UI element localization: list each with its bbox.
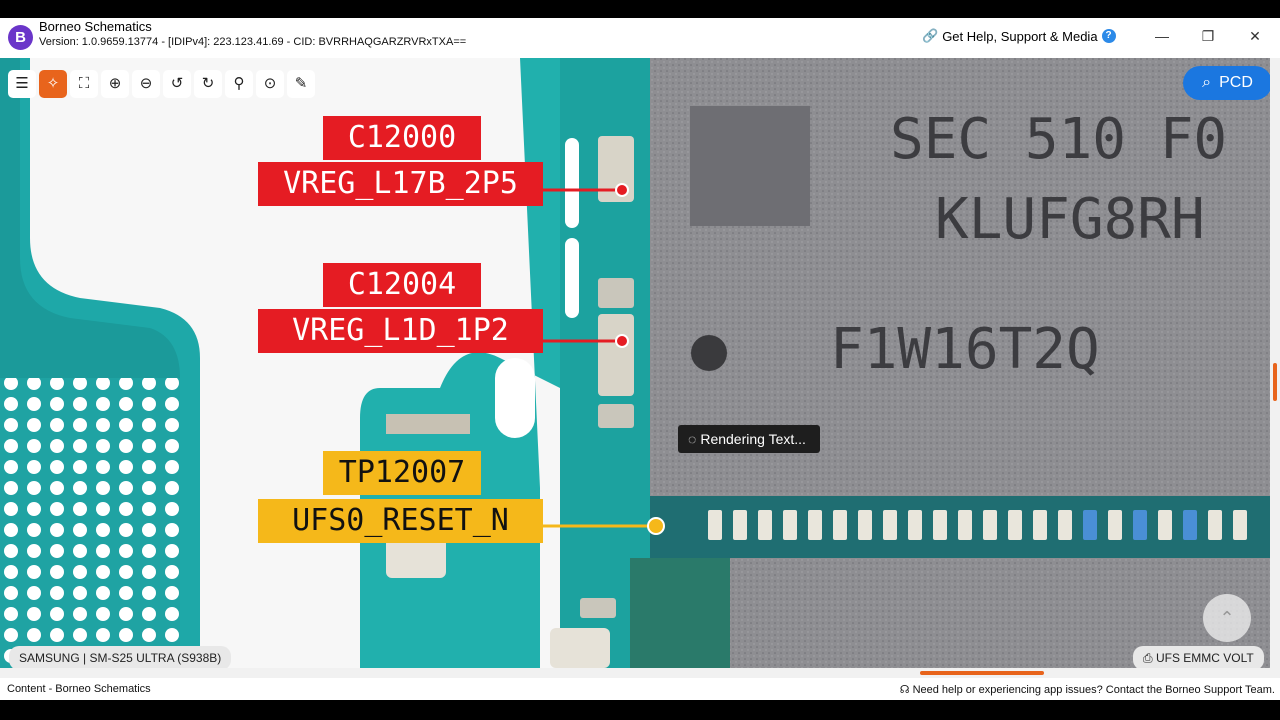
pcb-board-image[interactable]: SEC 510 F0 KLUFG8RH F1W16T2Q <box>0 58 1270 668</box>
vertical-scroll-thumb[interactable] <box>1273 363 1277 401</box>
status-content-label: Content - Borneo Schematics <box>7 683 151 695</box>
horizontal-scroll-thumb[interactable] <box>920 671 1044 675</box>
help-label: Get Help, Support & Media <box>942 28 1098 44</box>
draw-icon[interactable]: ✎ <box>287 70 315 98</box>
tooltip-text: Rendering Text... <box>700 431 806 447</box>
chip-marking-line3: F1W16T2Q <box>830 317 1100 382</box>
link-icon: 🔗 <box>922 28 939 43</box>
pcd-button[interactable]: ⌕ PCD <box>1183 66 1270 100</box>
search-icon[interactable]: ⚲ <box>225 70 253 98</box>
pcd-label: PCD <box>1219 74 1253 91</box>
borneo-logo-icon: B <box>8 25 33 50</box>
fullscreen-icon[interactable]: ⛶ <box>70 70 98 98</box>
collapse-icon[interactable]: ✧ <box>39 70 67 98</box>
title-bar: B Borneo Schematics Version: 1.0.9659.13… <box>0 18 1280 58</box>
list-icon[interactable]: ☰ <box>8 70 36 98</box>
app-version-info: Version: 1.0.9659.13774 - [IDIPv4]: 223.… <box>39 36 467 48</box>
chip-marking-line1: SEC 510 F0 <box>890 107 1227 172</box>
component-row <box>708 510 1247 540</box>
c12000-net-label[interactable]: VREG_L17B_2P5 <box>258 162 543 206</box>
tp12007-ref-label[interactable]: TP12007 <box>323 451 481 495</box>
spinner-icon: ◌ <box>688 431 697 447</box>
rotate-left-icon[interactable]: ↺ <box>163 70 191 98</box>
c12004-net-label[interactable]: VREG_L1D_1P2 <box>258 309 543 353</box>
board-viewer[interactable]: SEC 510 F0 KLUFG8RH F1W16T2Q ☰✧⛶⊕⊖↺↻⚲⊙✎ … <box>0 58 1270 668</box>
tp12007-net-label[interactable]: UFS0_RESET_N <box>258 499 543 543</box>
viewer-toolbar: ☰✧⛶⊕⊖↺↻⚲⊙✎ <box>8 70 315 98</box>
document-chip[interactable]: ⎙ UFS EMMC VOLT <box>1133 646 1264 668</box>
horizontal-scrollbar[interactable] <box>0 668 1280 678</box>
close-button[interactable]: ✕ <box>1249 28 1261 44</box>
chip-marking-line2: KLUFG8RH <box>935 187 1205 252</box>
c12004-ref-label[interactable]: C12004 <box>323 263 481 307</box>
app-title: Borneo Schematics <box>39 19 152 34</box>
search-icon: ⌕ <box>1202 74 1212 91</box>
zoom-in-icon[interactable]: ⊕ <box>101 70 129 98</box>
help-question-icon: ? <box>1101 29 1116 43</box>
vertical-scrollbar[interactable] <box>1270 58 1280 668</box>
status-bar: Content - Borneo Schematics ☊ Need help … <box>0 678 1280 700</box>
zoom-out-icon[interactable]: ⊖ <box>132 70 160 98</box>
document-label: UFS EMMC VOLT <box>1155 651 1254 665</box>
document-icon: ⎙ <box>1143 651 1153 665</box>
scroll-to-top-button[interactable]: ⌃ <box>1203 594 1251 642</box>
rendering-tooltip: ◌ Rendering Text... <box>678 425 820 453</box>
minimize-button[interactable]: — <box>1155 28 1169 44</box>
c12000-ref-label[interactable]: C12000 <box>323 116 481 160</box>
rotate-right-icon[interactable]: ↻ <box>194 70 222 98</box>
restore-button[interactable]: ❐ <box>1201 28 1215 44</box>
device-model-label: SAMSUNG | SM-S25 ULTRA (S938B) <box>9 646 232 668</box>
mouse-icon[interactable]: ⊙ <box>256 70 284 98</box>
support-contact-link[interactable]: ☊ Need help or experiencing app issues? … <box>899 684 1275 696</box>
get-help-link[interactable]: 🔗 Get Help, Support & Media ? <box>922 28 1116 44</box>
